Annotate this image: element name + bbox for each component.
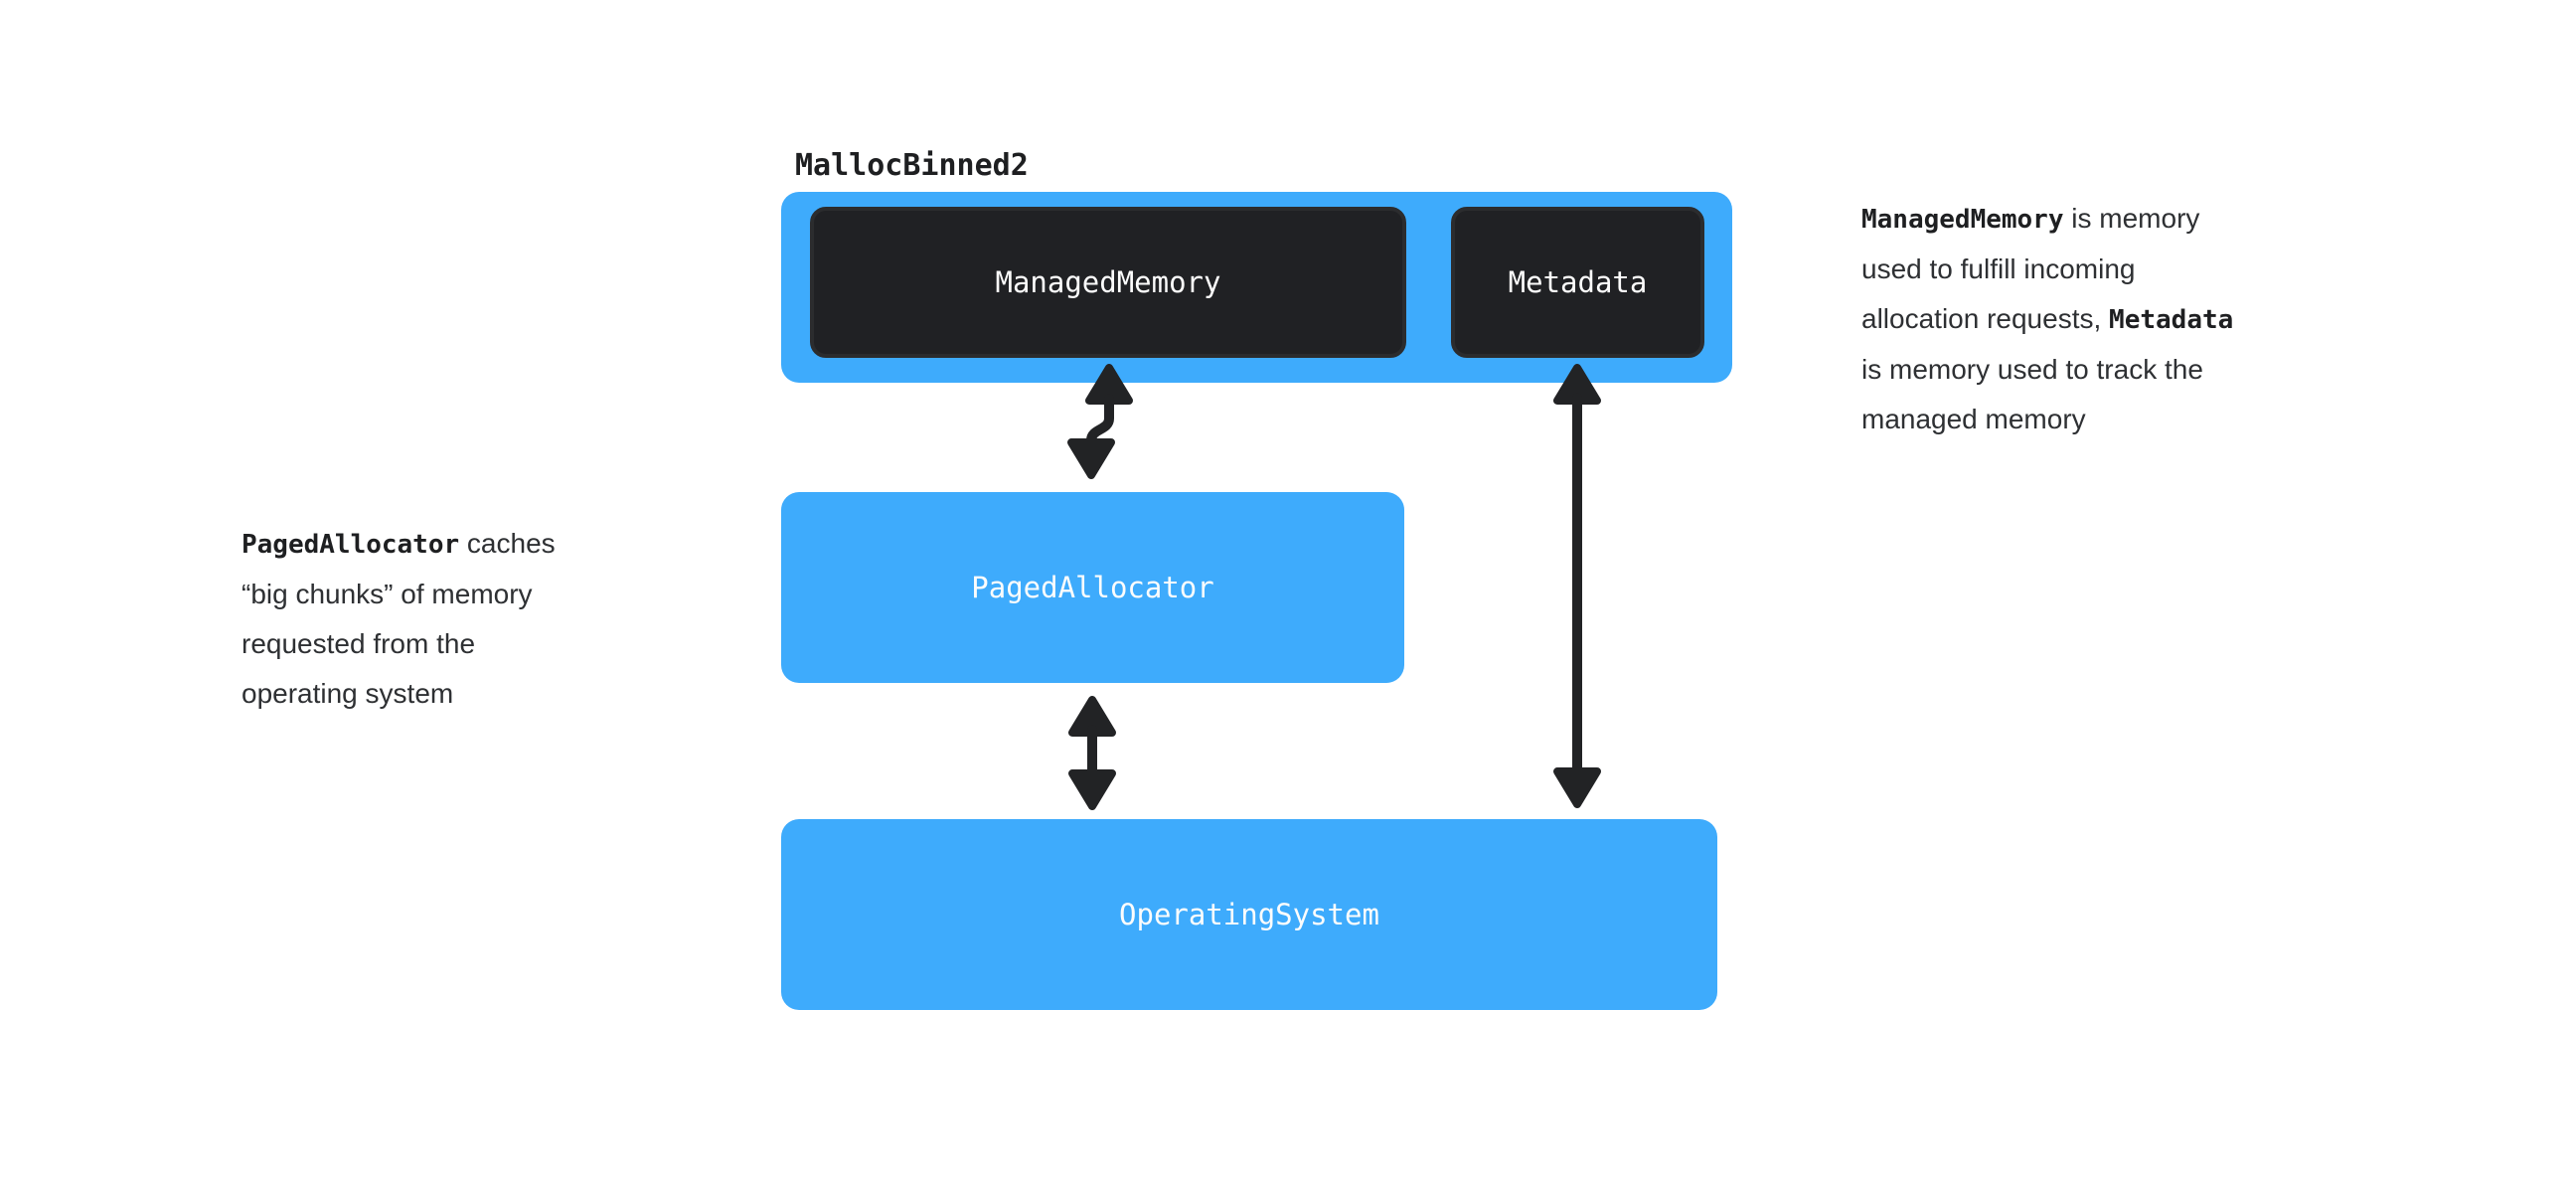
annotation-line: operating system (242, 678, 454, 709)
arrow-mallocbinned2-pagedallocator-icon (1067, 364, 1133, 479)
paged-allocator-box: PagedAllocator (781, 492, 1404, 683)
managed-memory-box: ManagedMemory (810, 207, 1406, 358)
paged-allocator-annotation: PagedAllocator caches “big chunks” of mem… (242, 519, 556, 719)
managed-memory-label: ManagedMemory (995, 265, 1221, 299)
arrow-metadata-operatingsystem-icon (1553, 364, 1601, 808)
managed-memory-annotation: ManagedMemory is memory used to fulfill i… (1861, 194, 2233, 444)
paged-allocator-label: PagedAllocator (971, 571, 1214, 604)
arrow-pagedallocator-operatingsystem-icon (1068, 696, 1116, 810)
mallocbinned2-label: MallocBinned2 (795, 148, 1029, 183)
metadata-box: Metadata (1451, 207, 1704, 358)
annotation-line: requested from the (242, 628, 476, 659)
annotation-line: allocation requests, Metadata (1861, 303, 2234, 335)
metadata-label: Metadata (1508, 265, 1648, 299)
annotation-line: “big chunks” of memory (242, 579, 533, 609)
operating-system-label: OperatingSystem (1119, 898, 1379, 931)
annotation-line: managed memory (1861, 404, 2086, 434)
annotation-line: used to fulfill incoming (1861, 253, 2136, 284)
operating-system-box: OperatingSystem (781, 819, 1717, 1010)
annotation-line: ManagedMemory is memory (1861, 203, 2200, 235)
mallocbinned2-container: ManagedMemory Metadata (781, 192, 1732, 383)
annotation-line: is memory used to track the (1861, 354, 2203, 385)
annotation-line: PagedAllocator caches (242, 528, 556, 560)
